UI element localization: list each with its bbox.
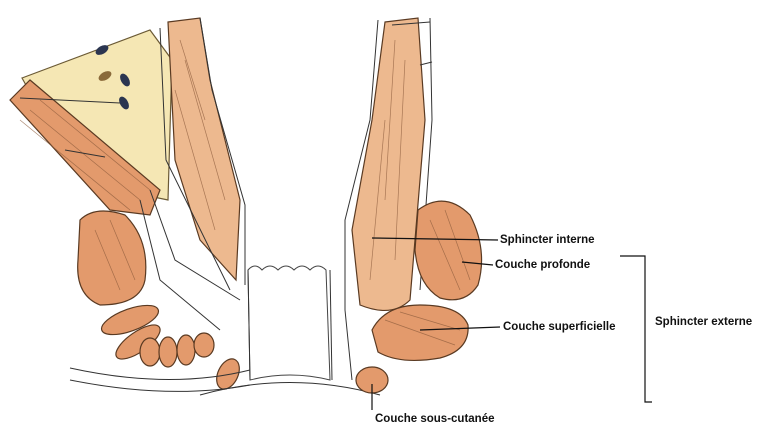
anal-canal-lumen	[248, 266, 330, 380]
external-sphincter-deep-right	[415, 201, 482, 300]
label-couche-sous-cutanee: Couche sous-cutanée	[375, 412, 495, 426]
label-couche-profonde: Couche profonde	[495, 258, 590, 272]
label-sphincter-externe: Sphincter externe	[655, 315, 752, 329]
label-couche-superficielle: Couche superficielle	[503, 320, 615, 334]
bracket-sphincter-externe	[620, 256, 652, 402]
internal-sphincter-right	[352, 18, 425, 310]
label-sphincter-interne: Sphincter interne	[500, 233, 595, 247]
